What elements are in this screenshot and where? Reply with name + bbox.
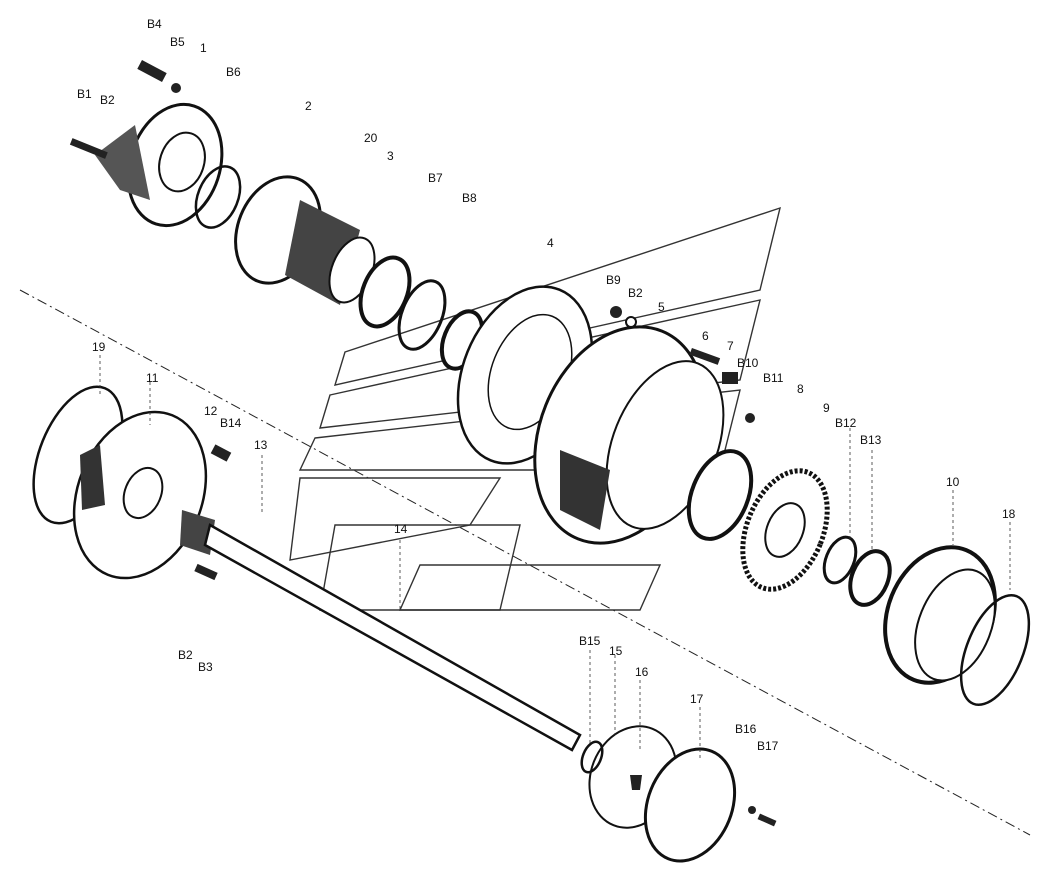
leader-lines bbox=[99, 355, 1011, 760]
bearing-8 bbox=[686, 449, 754, 541]
hub-shaft bbox=[234, 175, 376, 305]
label-b6: B6 bbox=[226, 65, 241, 79]
ring-b7 bbox=[397, 279, 447, 351]
washer-b16 bbox=[748, 806, 756, 814]
bolt-b4 bbox=[137, 60, 181, 93]
label-b15: B15 bbox=[579, 634, 601, 648]
label-20: 20 bbox=[364, 131, 378, 145]
label-b9: B9 bbox=[606, 273, 621, 287]
label-19: 19 bbox=[92, 340, 106, 354]
label-1: 1 bbox=[200, 41, 207, 55]
label-b11: B11 bbox=[763, 371, 784, 385]
label-b16: B16 bbox=[735, 722, 757, 736]
label-b17: B17 bbox=[757, 739, 779, 753]
label-15: 15 bbox=[609, 644, 623, 658]
label-b2-upper: B2 bbox=[628, 286, 643, 300]
end-cover bbox=[643, 747, 737, 863]
label-b14: B14 bbox=[220, 416, 242, 430]
label-7: 7 bbox=[727, 339, 734, 353]
label-11: 11 bbox=[146, 371, 159, 385]
label-b2: B2 bbox=[100, 93, 115, 107]
label-b5: B5 bbox=[170, 35, 185, 49]
pin-6 bbox=[689, 348, 721, 365]
label-9: 9 bbox=[823, 401, 830, 415]
label-b10: B10 bbox=[737, 356, 759, 370]
label-14: 14 bbox=[394, 522, 408, 536]
label-3: 3 bbox=[387, 149, 394, 163]
ring-gear bbox=[883, 545, 997, 685]
bolt-b1 bbox=[69, 138, 108, 159]
label-18: 18 bbox=[1002, 507, 1016, 521]
label-17: 17 bbox=[690, 692, 704, 706]
label-b4: B4 bbox=[147, 17, 162, 31]
nut-b11 bbox=[745, 413, 755, 423]
output-flange-plate bbox=[95, 102, 224, 228]
label-b7: B7 bbox=[428, 171, 443, 185]
label-b1: B1 bbox=[77, 87, 92, 101]
label-b3: B3 bbox=[198, 660, 213, 674]
bolt-b3 bbox=[194, 563, 218, 581]
label-10: 10 bbox=[946, 475, 960, 489]
brake-disc bbox=[72, 410, 208, 580]
axle-shaft bbox=[180, 510, 582, 752]
label-13: 13 bbox=[254, 438, 268, 452]
bolt-b14 bbox=[210, 444, 232, 462]
sun-gear bbox=[740, 468, 830, 592]
bolt-b17 bbox=[757, 813, 777, 827]
label-8: 8 bbox=[797, 382, 804, 396]
label-b13: B13 bbox=[860, 433, 882, 447]
snap-ring bbox=[959, 593, 1031, 707]
nut-b9 bbox=[610, 306, 622, 318]
label-b2-lower: B2 bbox=[178, 648, 193, 662]
label-12: 12 bbox=[204, 404, 218, 418]
callout-labels: B4 B5 1 B6 B1 B2 2 20 3 B7 B8 4 B9 B2 5 … bbox=[77, 17, 1016, 753]
nut-b13 bbox=[848, 549, 892, 607]
label-6: 6 bbox=[702, 329, 709, 343]
snap-ring-15 bbox=[580, 740, 604, 774]
washer-b2 bbox=[625, 316, 637, 328]
plug-16 bbox=[630, 775, 642, 790]
label-4: 4 bbox=[547, 236, 554, 250]
label-5: 5 bbox=[658, 300, 665, 314]
label-b12: B12 bbox=[835, 416, 857, 430]
o-ring bbox=[194, 165, 242, 229]
bolt-b10 bbox=[722, 372, 738, 384]
label-b8: B8 bbox=[462, 191, 477, 205]
label-2: 2 bbox=[305, 99, 312, 113]
label-16: 16 bbox=[635, 665, 649, 679]
spacer-b12 bbox=[822, 535, 858, 585]
